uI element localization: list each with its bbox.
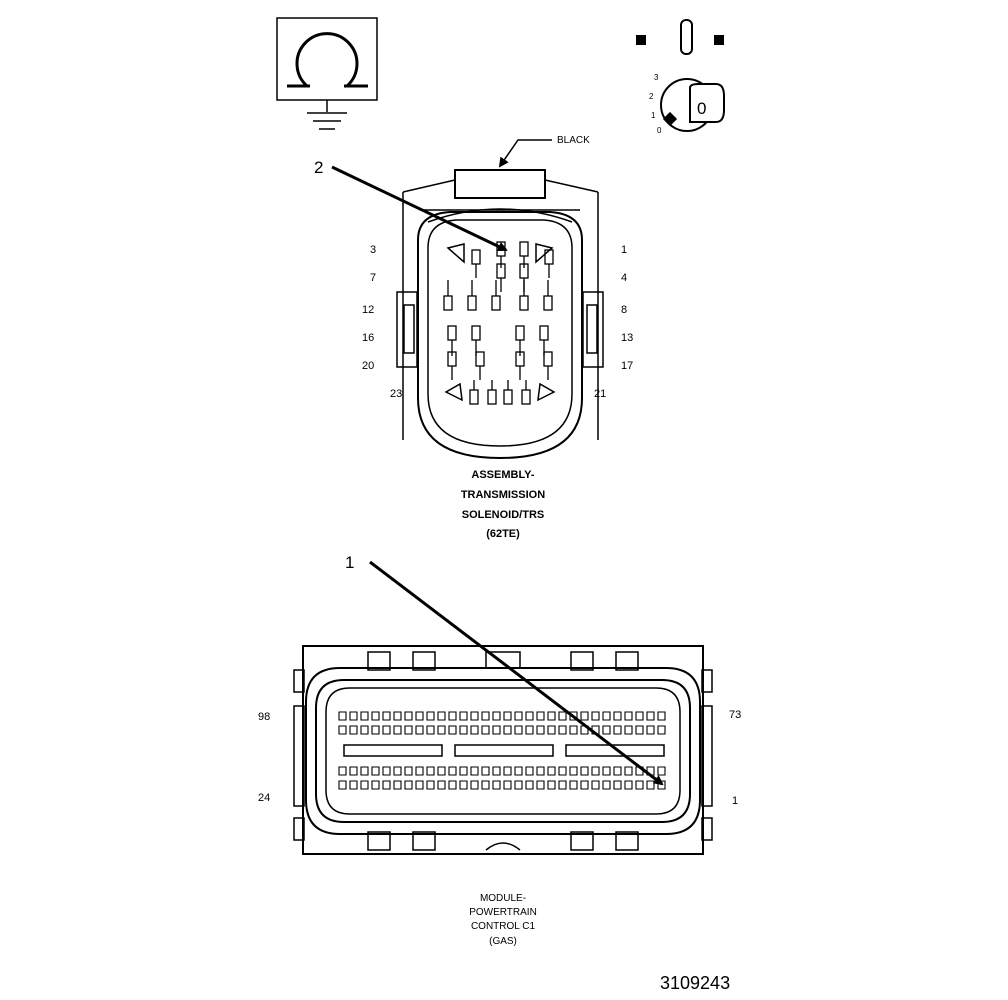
- pcm-title-line-3: CONTROL C1: [471, 921, 536, 932]
- ground-symbol-icon: [276, 17, 378, 130]
- connector-title-line-3: SOLENOID/TRS: [462, 509, 545, 521]
- pin-label-23: 23: [390, 388, 402, 400]
- pin-label-24: 24: [258, 792, 270, 804]
- ignition-position-1: 1: [651, 111, 656, 120]
- pin-label-16: 16: [362, 332, 374, 344]
- pcm-title-line-2: POWERTRAIN: [469, 907, 537, 918]
- pin-row-4: [338, 780, 666, 790]
- ignition-position-3: 3: [654, 73, 659, 82]
- pin-label-73: 73: [729, 709, 741, 721]
- transmission-connector: BLACK: [314, 135, 633, 540]
- pin-label-17: 17: [621, 360, 633, 372]
- pin-row-2: [338, 725, 666, 735]
- ignition-switch-icon: 0 3 2 1 0: [636, 19, 725, 135]
- pin-label-98: 98: [258, 711, 270, 723]
- ignition-key-label: 0: [697, 99, 706, 118]
- pin-label-8: 8: [621, 304, 627, 316]
- ignition-position-0: 0: [657, 126, 662, 135]
- callout-2-number: 2: [314, 158, 323, 177]
- pin-row-1: [338, 711, 666, 721]
- pin-row-3: [338, 766, 666, 776]
- connector-color-label: BLACK: [557, 135, 590, 146]
- ignition-position-2: 2: [649, 92, 654, 101]
- connector-title-line-2: TRANSMISSION: [461, 489, 545, 501]
- pin-label-4: 4: [621, 272, 627, 284]
- connector-title-line-1: ASSEMBLY-: [471, 469, 535, 481]
- figure-id: 3109243: [660, 973, 730, 993]
- pin-label-1-pcm: 1: [732, 795, 738, 807]
- pcm-title-line-4: (GAS): [489, 936, 517, 947]
- pin-label-20: 20: [362, 360, 374, 372]
- pin-label-1: 1: [621, 244, 627, 256]
- pin-label-7: 7: [370, 272, 376, 284]
- pin-label-13: 13: [621, 332, 633, 344]
- pcm-title-line-1: MODULE-: [480, 893, 526, 904]
- pin-label-3: 3: [370, 244, 376, 256]
- pin-label-12: 12: [362, 304, 374, 316]
- pin-label-21: 21: [594, 388, 606, 400]
- callout-1-number: 1: [345, 553, 354, 572]
- pcm-connector: 1 98 73 24 1 MODULE- POWERTRAIN CONTROL …: [258, 553, 741, 947]
- connector-title-line-4: (62TE): [486, 528, 520, 540]
